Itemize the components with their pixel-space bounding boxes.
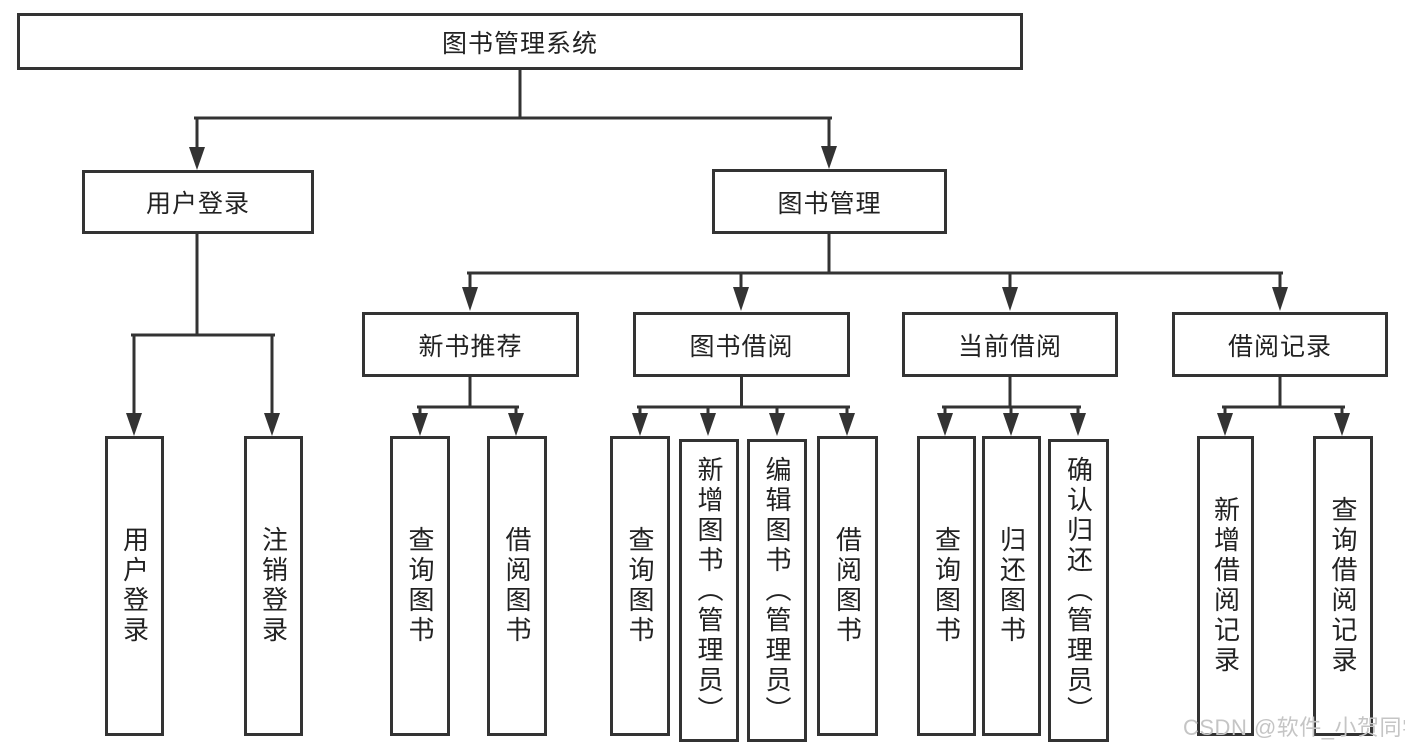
node-user-login: 用户登录: [82, 170, 314, 234]
leaf-query-books-1-label: 查询图书: [405, 526, 435, 646]
node-new-book-recommend: 新书推荐: [362, 312, 579, 377]
leaf-user-login: 用户登录: [105, 436, 164, 736]
leaf-query-books-2: 查询图书: [610, 436, 670, 736]
leaf-edit-books-admin: 编辑图书（管理员）: [747, 439, 807, 742]
leaf-borrow-books-1-label: 借阅图书: [502, 526, 532, 646]
node-root-system-label: 图书管理系统: [441, 29, 598, 58]
edge-user-login-to-leaves: [131, 231, 275, 419]
leaf-return-books-label: 归还图书: [996, 526, 1027, 646]
leaf-confirm-return-admin: 确认归还（管理员）: [1048, 439, 1109, 742]
leaf-query-books-1: 查询图书: [390, 436, 450, 736]
node-new-book-recommend-label: 新书推荐: [418, 332, 523, 361]
leaf-query-borrow-record: 查询借阅记录: [1313, 436, 1373, 736]
node-borrow-records: 借阅记录: [1172, 312, 1388, 377]
leaf-add-books-admin-label: 新增图书（管理员）: [694, 455, 724, 726]
leaf-query-books-3-label: 查询图书: [931, 526, 962, 646]
leaf-logout-label: 注销登录: [258, 526, 289, 646]
edge-level3-buses: [417, 375, 1345, 409]
leaf-borrow-books-2-label: 借阅图书: [832, 526, 863, 646]
node-book-management: 图书管理: [712, 169, 947, 234]
node-book-borrowing: 图书借阅: [633, 312, 850, 377]
edge-book-mgmt-to-level3: [467, 231, 1283, 293]
leaf-borrow-books-2: 借阅图书: [817, 436, 878, 736]
node-book-borrowing-label: 图书借阅: [689, 332, 794, 361]
leaf-query-borrow-record-label: 查询借阅记录: [1328, 496, 1358, 676]
leaf-query-books-3: 查询图书: [917, 436, 976, 736]
leaf-add-borrow-record: 新增借阅记录: [1197, 436, 1254, 736]
csdn-watermark: CSDN @软件_小贺同学: [1183, 715, 1405, 740]
node-borrow-records-label: 借阅记录: [1227, 332, 1332, 361]
node-root-system: 图书管理系统: [17, 13, 1023, 70]
node-book-management-label: 图书管理: [777, 189, 882, 218]
leaf-add-books-admin: 新增图书（管理员）: [679, 439, 739, 742]
node-current-borrowing-label: 当前借阅: [957, 332, 1062, 361]
leaf-return-books: 归还图书: [982, 436, 1041, 736]
leaf-add-borrow-record-label: 新增借阅记录: [1210, 496, 1241, 676]
leaf-confirm-return-admin-label: 确认归还（管理员）: [1063, 455, 1094, 726]
leaf-user-login-label: 用户登录: [119, 526, 150, 646]
edge-root-to-level2: [194, 67, 832, 152]
edge-leaf-stubs: [418, 405, 1344, 419]
node-current-borrowing: 当前借阅: [902, 312, 1118, 377]
leaf-borrow-books-1: 借阅图书: [487, 436, 547, 736]
arrowheads: [126, 146, 1350, 436]
leaf-logout: 注销登录: [244, 436, 303, 736]
node-user-login-label: 用户登录: [145, 190, 250, 218]
leaf-edit-books-admin-label: 编辑图书（管理员）: [762, 455, 792, 726]
leaf-query-books-2-label: 查询图书: [625, 526, 655, 646]
